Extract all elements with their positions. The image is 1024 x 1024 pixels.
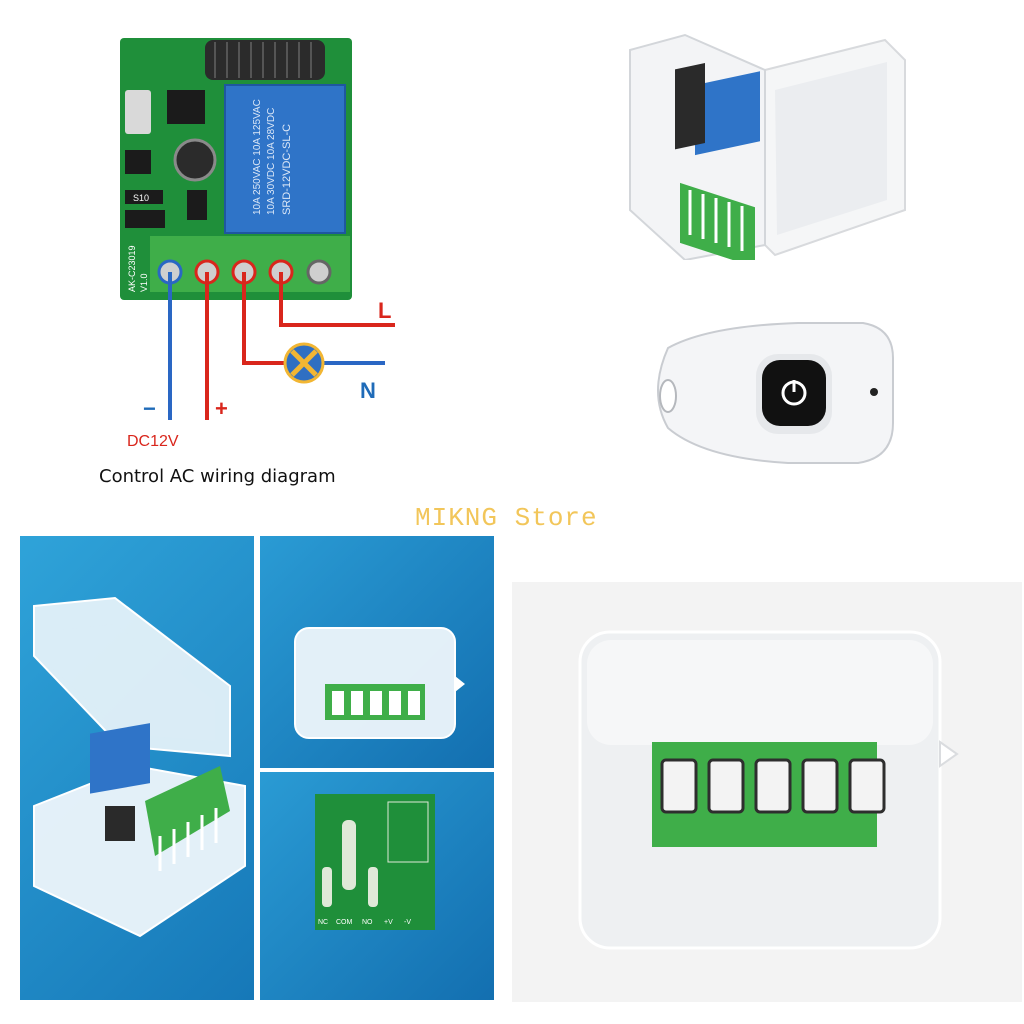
pin-plus-v: +V xyxy=(384,919,393,926)
antenna-dark xyxy=(105,806,135,841)
label-N: N xyxy=(360,378,376,403)
pcb-back-panel: NC COM NO +V -V xyxy=(260,772,494,1000)
relay xyxy=(224,84,346,234)
label-plus: + xyxy=(215,396,228,421)
wire-lamp xyxy=(242,272,285,365)
terminal-green xyxy=(145,766,230,856)
chip-label: S10 xyxy=(133,193,149,203)
store-watermark: MIKNG Store xyxy=(415,503,598,533)
remote-photo xyxy=(648,318,898,468)
enclosure-closeup-panel xyxy=(512,582,1022,1002)
power-icon[interactable] xyxy=(781,380,807,406)
antenna-dark xyxy=(675,62,705,150)
relay-block xyxy=(90,723,150,794)
led-indicator xyxy=(870,388,878,396)
diode xyxy=(125,190,163,204)
relay-block xyxy=(695,71,760,156)
capacitor xyxy=(173,138,217,182)
pin-minus-v: -V xyxy=(404,919,411,926)
enclosure-open-panel xyxy=(20,536,254,1000)
relay-text-1: 10A 250VAC 10A 125VAC xyxy=(252,99,263,215)
board-code: AK-C23019 xyxy=(127,245,137,292)
relay-text-3: SRD-12VDC-SL-C xyxy=(281,124,293,215)
wiring-diagram: S10 10A 250VAC 10A 125VAC 10A 30VDC 10A … xyxy=(95,30,425,490)
antenna-coil xyxy=(205,40,325,80)
wire-L xyxy=(279,272,395,327)
label-L: L xyxy=(378,298,391,323)
case-closed xyxy=(294,627,456,739)
pin-no: NO xyxy=(362,919,373,926)
terminal-5 xyxy=(306,259,332,285)
transistor xyxy=(125,150,151,174)
keyring-hole xyxy=(659,379,677,413)
open-enclosure-photo xyxy=(625,30,915,268)
board-version: V1.0 xyxy=(139,273,149,292)
label-voltage: DC12V xyxy=(127,433,179,450)
pin-nc: NC xyxy=(318,919,328,926)
enclosure-closed-panel xyxy=(260,536,494,768)
ic-chip xyxy=(167,90,205,124)
pin-com: COM xyxy=(336,919,353,926)
wiring-caption: Control AC wiring diagram xyxy=(99,466,336,487)
label-minus: − xyxy=(143,396,156,421)
push-button xyxy=(125,90,151,134)
relay-text-2: 10A 30VDC 10A 28VDC xyxy=(266,108,277,215)
wiring-diagram-svg: S10 10A 250VAC 10A 125VAC 10A 30VDC 10A … xyxy=(120,38,395,450)
